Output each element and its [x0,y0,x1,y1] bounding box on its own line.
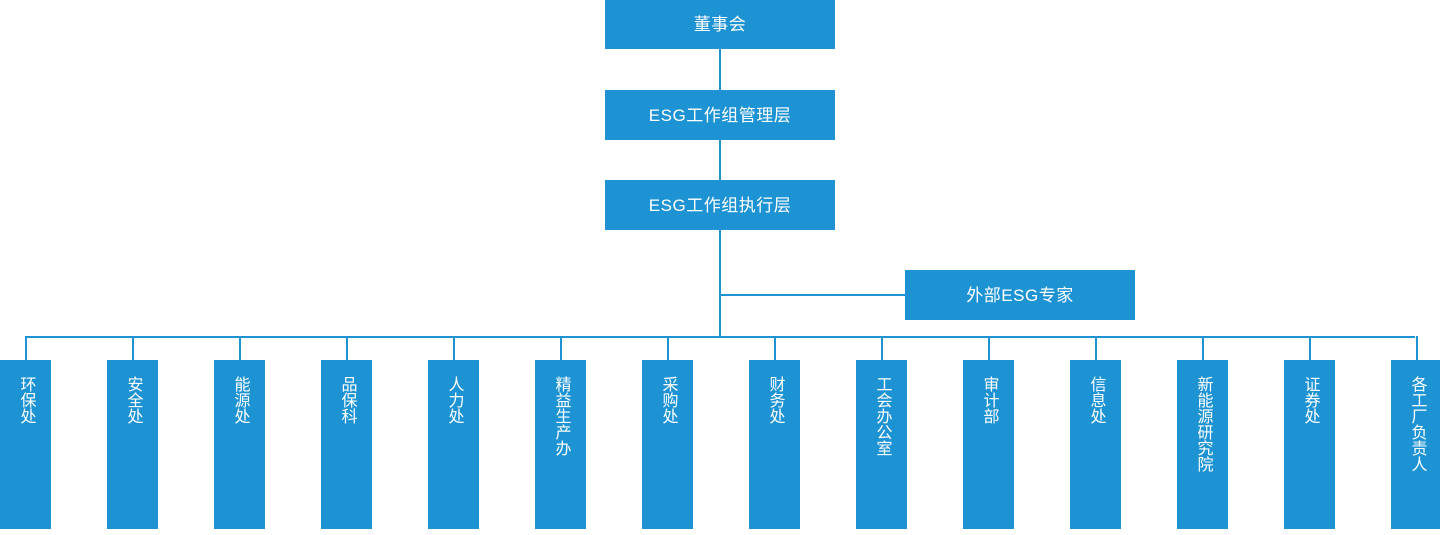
connector-bus-to-dept-13 [1308,336,1311,360]
node-esg-management-label: ESG工作组管理层 [648,105,792,125]
node-dept-13-label: 证券处 [1301,376,1319,424]
node-board[interactable]: 董事会 [605,0,835,49]
connector-execution-trunk [719,230,721,336]
node-dept-08-label: 财务处 [766,376,784,424]
node-dept-05-label: 人力处 [445,376,463,424]
connector-bus-to-dept-01 [24,336,27,360]
node-external-esg-expert-label: 外部ESG专家 [966,285,1074,305]
node-dept-05[interactable]: 人力处 [428,360,479,529]
node-dept-06-label: 精益生产办 [552,376,570,456]
connector-bus-to-dept-11 [1094,336,1097,360]
connector-bus-to-dept-03 [238,336,241,360]
node-esg-execution-label: ESG工作组执行层 [648,195,792,215]
node-dept-11[interactable]: 信息处 [1070,360,1121,529]
connector-board-to-management [719,49,721,90]
connector-department-bus [25,336,1415,338]
node-dept-01[interactable]: 环保处 [0,360,51,529]
node-dept-02-label: 安全处 [124,376,142,424]
node-dept-07-label: 采购处 [659,376,677,424]
node-dept-13[interactable]: 证券处 [1284,360,1335,529]
connector-bus-to-dept-09 [880,336,883,360]
node-dept-04-label: 品保科 [338,376,356,424]
node-dept-09[interactable]: 工会办公室 [856,360,907,529]
connector-bus-to-dept-06 [559,336,562,360]
node-dept-12-label: 新能源研究院 [1194,376,1212,472]
connector-bus-to-dept-10 [987,336,990,360]
node-dept-04[interactable]: 品保科 [321,360,372,529]
connector-bus-to-dept-12 [1201,336,1204,360]
node-esg-execution[interactable]: ESG工作组执行层 [605,180,835,230]
node-dept-11-label: 信息处 [1087,376,1105,424]
node-dept-12[interactable]: 新能源研究院 [1177,360,1228,529]
connector-execution-to-expert [719,294,905,296]
connector-bus-to-dept-08 [773,336,776,360]
node-esg-management[interactable]: ESG工作组管理层 [605,90,835,140]
node-dept-03[interactable]: 能源处 [214,360,265,529]
node-dept-10[interactable]: 审计部 [963,360,1014,529]
node-dept-14[interactable]: 各工厂负责人 [1391,360,1440,529]
connector-bus-to-dept-02 [131,336,134,360]
connector-bus-to-dept-04 [345,336,348,360]
node-dept-09-label: 工会办公室 [873,376,891,456]
node-board-label: 董事会 [693,15,747,34]
node-dept-14-label: 各工厂负责人 [1408,376,1426,472]
connector-bus-to-dept-14 [1415,336,1418,360]
node-external-esg-expert[interactable]: 外部ESG专家 [905,270,1135,320]
node-dept-07[interactable]: 采购处 [642,360,693,529]
connector-bus-to-dept-07 [666,336,669,360]
node-dept-03-label: 能源处 [231,376,249,424]
node-dept-10-label: 审计部 [980,376,998,424]
node-dept-08[interactable]: 财务处 [749,360,800,529]
connector-management-to-execution [719,140,721,180]
connector-bus-to-dept-05 [452,336,455,360]
node-dept-01-label: 环保处 [17,376,35,424]
node-dept-06[interactable]: 精益生产办 [535,360,586,529]
node-dept-02[interactable]: 安全处 [107,360,158,529]
